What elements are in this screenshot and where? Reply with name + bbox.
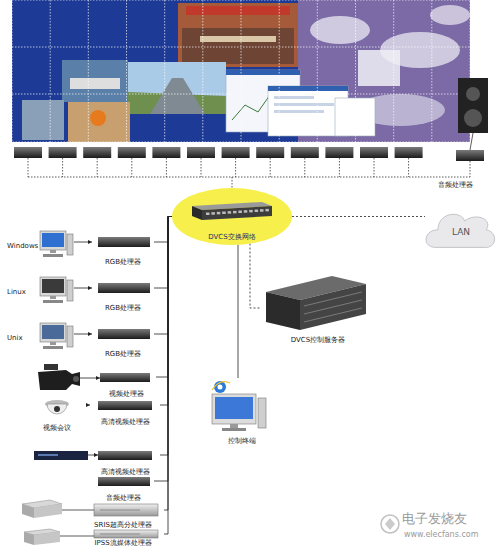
- node-label: Unix: [7, 334, 23, 342]
- watermark: www.elecfans.com: [404, 530, 479, 539]
- processor-box: 视频处理器: [96, 370, 156, 398]
- connector: [156, 217, 172, 378]
- video-wall: [12, 0, 470, 142]
- connector: [164, 217, 172, 535]
- processor-box: 高清视频处理器: [90, 448, 160, 476]
- connector: [292, 216, 425, 217]
- node-label: RGB处理器: [105, 304, 141, 312]
- processor-box: RGB处理器: [92, 326, 154, 358]
- speaker: [458, 78, 488, 150]
- conference-camera: 视频会议: [28, 398, 86, 432]
- connector: [238, 245, 239, 379]
- processor-box: RGB处理器: [92, 234, 154, 266]
- node-label: IPSS流媒体处理器: [94, 539, 151, 547]
- node-label: 音频处理器: [106, 494, 141, 502]
- source-computer: Linux: [4, 276, 74, 308]
- node-label: Linux: [7, 288, 26, 296]
- processor-box: IPSS流媒体处理器: [82, 529, 164, 547]
- control-terminal: 控制终端: [204, 378, 280, 445]
- node-label: 视频处理器: [109, 390, 144, 398]
- node-label: SRIS超高分处理器: [94, 521, 152, 529]
- control-computer: [212, 381, 266, 431]
- connector: [74, 334, 92, 335]
- processor-box: SRIS超高分处理器: [82, 502, 164, 529]
- connector: [74, 242, 92, 243]
- node-label: DVCS控制服务器: [291, 336, 345, 344]
- node-label: RGB处理器: [105, 258, 141, 266]
- device-label: 音频处理器: [438, 180, 473, 190]
- connector: [154, 217, 172, 243]
- rack-unit: [94, 504, 158, 538]
- node-label: DVCS交换网络: [208, 233, 255, 241]
- node-label: 高清视频处理器: [101, 418, 150, 426]
- node-label: 高清视频处理器: [101, 468, 150, 476]
- network-switch: DVCS交换网络: [172, 188, 292, 245]
- connector: [160, 217, 172, 406]
- connector: [250, 244, 260, 309]
- computer-icon: [40, 231, 73, 349]
- wall-processors: [14, 147, 484, 190]
- network-device: [22, 500, 94, 545]
- connector: [154, 217, 172, 482]
- source-computer: Windows: [4, 230, 74, 262]
- source-computer: Unix: [4, 322, 74, 354]
- connector: [154, 217, 172, 335]
- node-label: RGB处理器: [105, 350, 141, 358]
- watermark-logo: [381, 515, 399, 533]
- connector: [160, 217, 172, 456]
- processor-box: RGB处理器: [92, 280, 154, 312]
- node-label: 控制终端: [228, 437, 256, 445]
- processor-box: 音频处理器: [92, 474, 154, 502]
- processor-device: [98, 237, 152, 486]
- processor-box: 高清视频处理器: [90, 398, 160, 426]
- connector: [154, 217, 172, 289]
- control-server: DVCS控制服务器: [260, 272, 376, 344]
- node-label: LAN: [452, 227, 470, 237]
- connector: [86, 405, 90, 406]
- node-label: Windows: [7, 242, 38, 250]
- server: [266, 276, 366, 330]
- node-label: 视频会议: [43, 424, 71, 432]
- watermark: 电子发烧友: [402, 510, 467, 528]
- video-sources: [34, 364, 100, 460]
- connector: [74, 288, 92, 289]
- lan-cloud: LAN: [425, 210, 497, 254]
